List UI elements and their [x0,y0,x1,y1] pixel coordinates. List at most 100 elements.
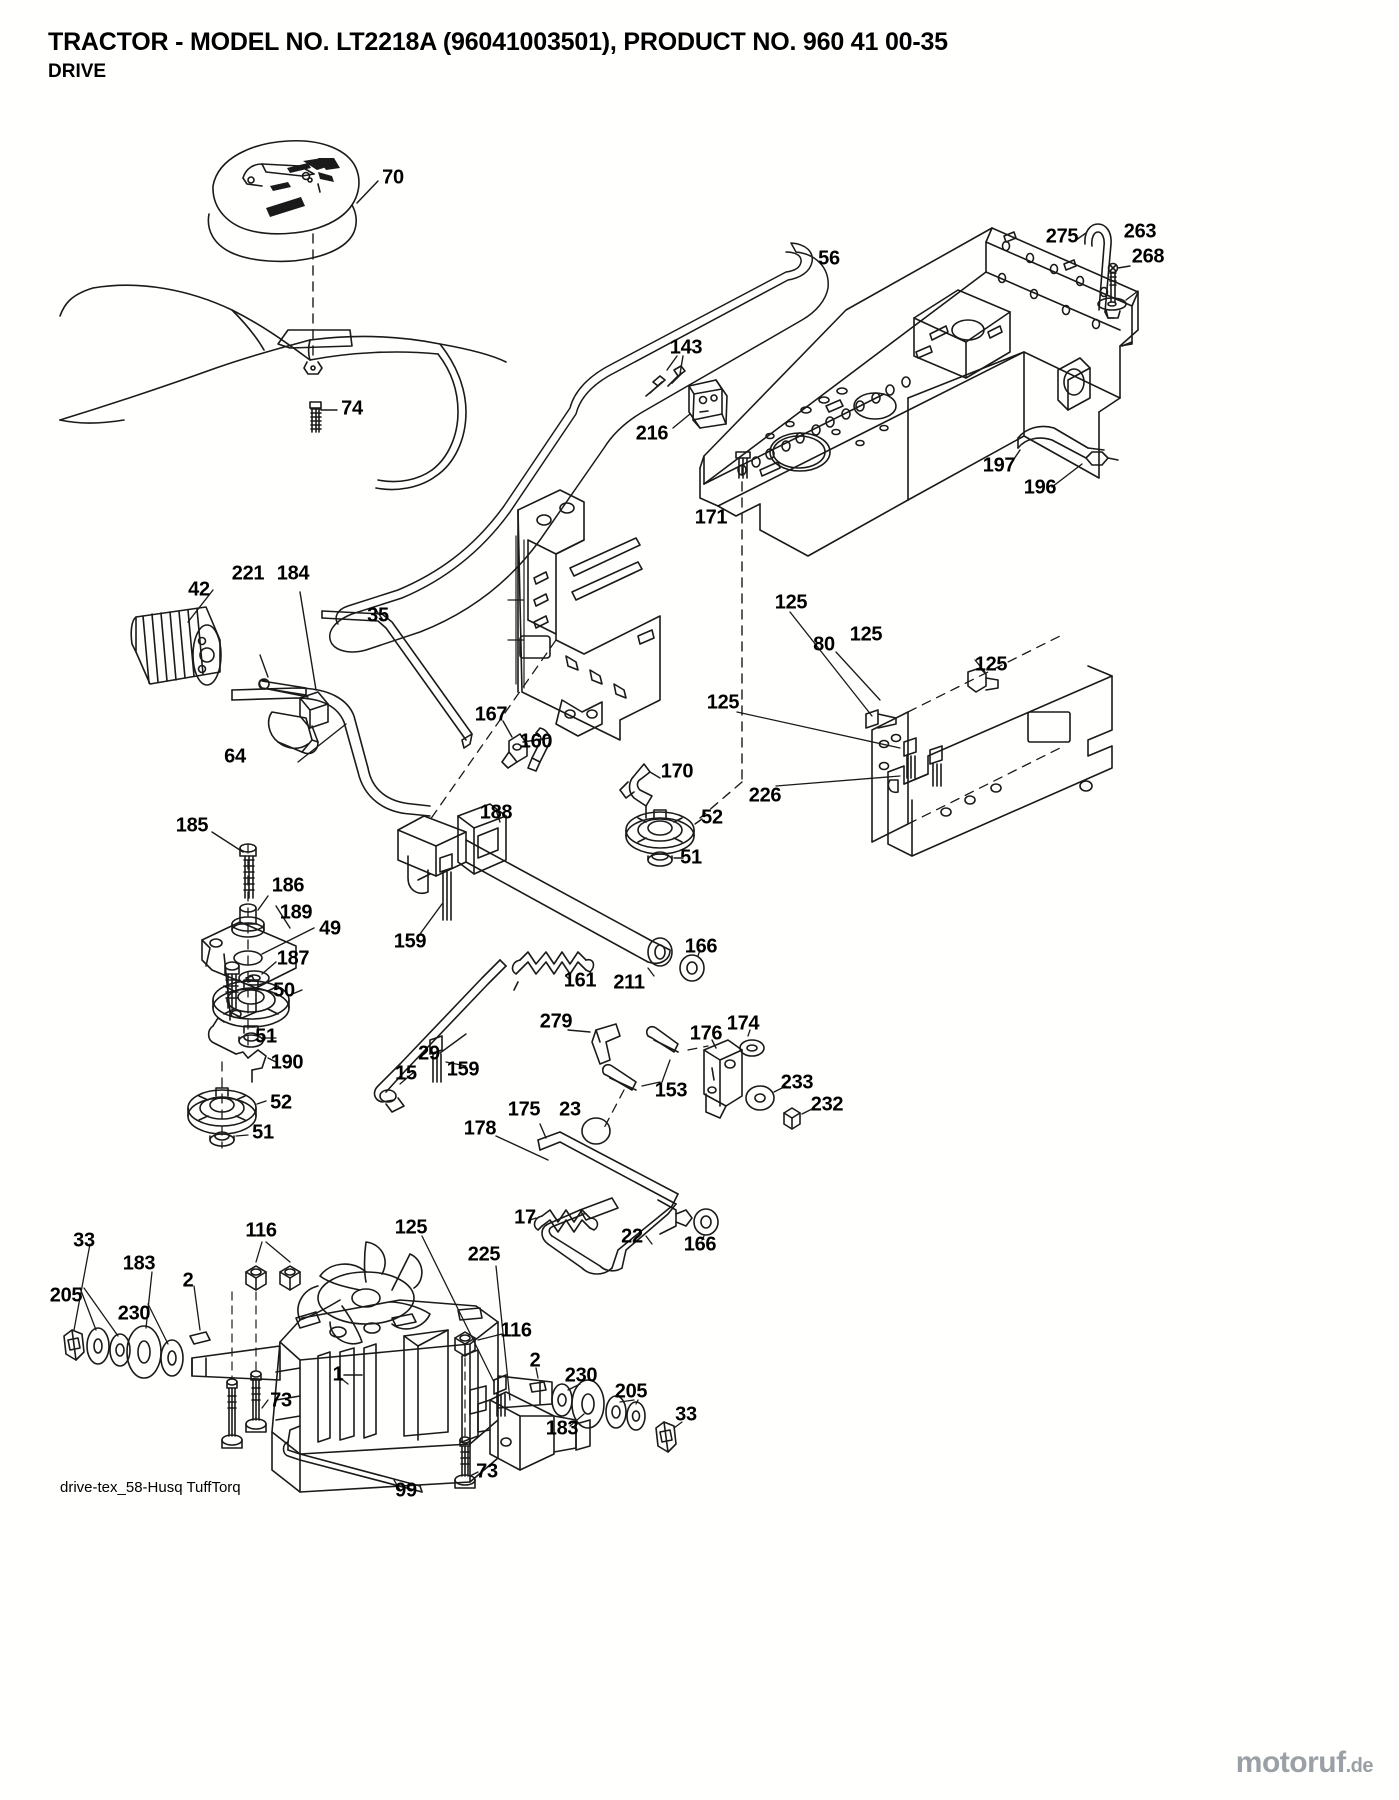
callout-184: 184 [276,562,310,585]
callout-263: 263 [1123,220,1157,243]
watermark-tld: de [1350,1755,1374,1777]
callout-226: 226 [748,784,782,807]
section-title: DRIVE [48,60,107,82]
alignment-dash-bolts [231,1291,466,1437]
part-64-rod [231,687,431,817]
callout-73-b: 73 [476,1460,498,1483]
callout-160: 160 [519,730,553,753]
part-184-knob [267,591,329,755]
part-125-80-226-plates [736,611,1113,857]
callout-52-a: 52 [701,806,723,829]
part-74-screw [309,401,338,433]
part-143-216-bracket [645,355,728,429]
part-35-rod [321,606,473,749]
drawing-reference-note: drive-tex_58-Husq TuffTorq [60,1479,241,1496]
callout-159-a: 159 [393,930,427,953]
callout-125-a: 125 [774,591,808,614]
callout-230-a: 230 [117,1302,151,1325]
watermark-brand: motoruf [1235,1746,1346,1779]
callout-190: 190 [270,1051,304,1074]
callout-125-b: 125 [849,623,883,646]
part-99-rod [282,1425,423,1493]
callout-221: 221 [231,562,265,585]
callout-35: 35 [367,604,389,627]
callout-268: 268 [1131,245,1165,268]
callout-52-b: 52 [270,1091,292,1114]
alignment-dash-171 [699,465,743,819]
part-116-nuts-left [245,1241,301,1291]
callout-275: 275 [1045,225,1079,248]
callout-50: 50 [273,979,295,1002]
callout-15: 15 [395,1062,417,1085]
callout-33-b: 33 [675,1403,697,1426]
callout-188: 188 [479,801,513,824]
callout-1: 1 [332,1363,344,1386]
callout-211: 211 [613,971,645,994]
watermark-dot: . [1345,1755,1352,1777]
callout-29: 29 [418,1042,440,1065]
callout-187: 187 [276,947,310,970]
callout-279: 279 [539,1010,573,1033]
callout-23: 23 [559,1098,581,1121]
callout-2-a: 2 [182,1269,194,1292]
callout-33-a: 33 [73,1229,95,1252]
part-42-grip [130,589,222,686]
callout-233: 233 [780,1071,814,1094]
part-56-drive-belt [329,242,829,653]
callout-225: 225 [467,1243,501,1266]
callout-166-b: 166 [683,1233,717,1256]
callout-42: 42 [188,578,210,601]
callout-189: 189 [279,901,313,924]
callout-205-b: 205 [614,1380,648,1403]
callout-171: 171 [694,506,728,529]
callout-178: 178 [463,1117,497,1140]
callout-125-e: 125 [394,1216,428,1239]
callout-64: 64 [224,745,246,768]
tractor-body-outline [59,284,507,491]
callout-183-b: 183 [545,1417,579,1440]
callout-73-a: 73 [270,1389,292,1412]
callout-196: 196 [1023,476,1057,499]
part-275-263-268 [1075,223,1139,319]
alignment-dash-plates [907,635,1061,825]
part-188-159-shaft [397,803,705,982]
callout-176: 176 [689,1022,723,1045]
part-175-23-178-22-pedal [495,1117,719,1275]
callout-99: 99 [395,1479,417,1502]
callout-174: 174 [726,1012,760,1035]
part-221-cotter-pin [258,654,309,698]
part-70-cover [207,139,379,263]
part-52-51-pulley-upper [625,809,703,867]
axle-hardware-left [63,1243,211,1379]
callout-116-a: 116 [245,1219,277,1242]
part-167-160-links [501,720,551,772]
callout-56: 56 [818,247,840,270]
chassis-frame [507,227,1139,741]
part-170-spring [619,763,661,819]
callout-22: 22 [621,1225,643,1248]
alignment-dash-pulleys [221,843,249,1149]
callout-125-d: 125 [706,691,740,714]
page-title: TRACTOR - MODEL NO. LT2218A (96041003501… [48,28,948,56]
part-176-174-bracket [703,1029,815,1130]
callout-159-b: 159 [446,1058,480,1081]
callout-51-b: 51 [255,1025,277,1048]
callout-49: 49 [319,917,341,940]
callout-74: 74 [341,397,363,420]
part-279-153-clips [567,1023,679,1091]
callout-170: 170 [660,760,694,783]
callout-51-a: 51 [680,846,702,869]
part-73-bolts-left [221,1370,269,1449]
part-185-bolt [211,831,257,899]
callout-185: 185 [175,814,209,837]
callout-186: 186 [271,874,305,897]
callout-197: 197 [982,454,1016,477]
callout-70: 70 [382,166,404,189]
callout-17: 17 [514,1206,536,1229]
callout-2-b: 2 [529,1349,541,1372]
part-51-bearing-lower [209,1131,249,1147]
callout-230-b: 230 [564,1364,598,1387]
